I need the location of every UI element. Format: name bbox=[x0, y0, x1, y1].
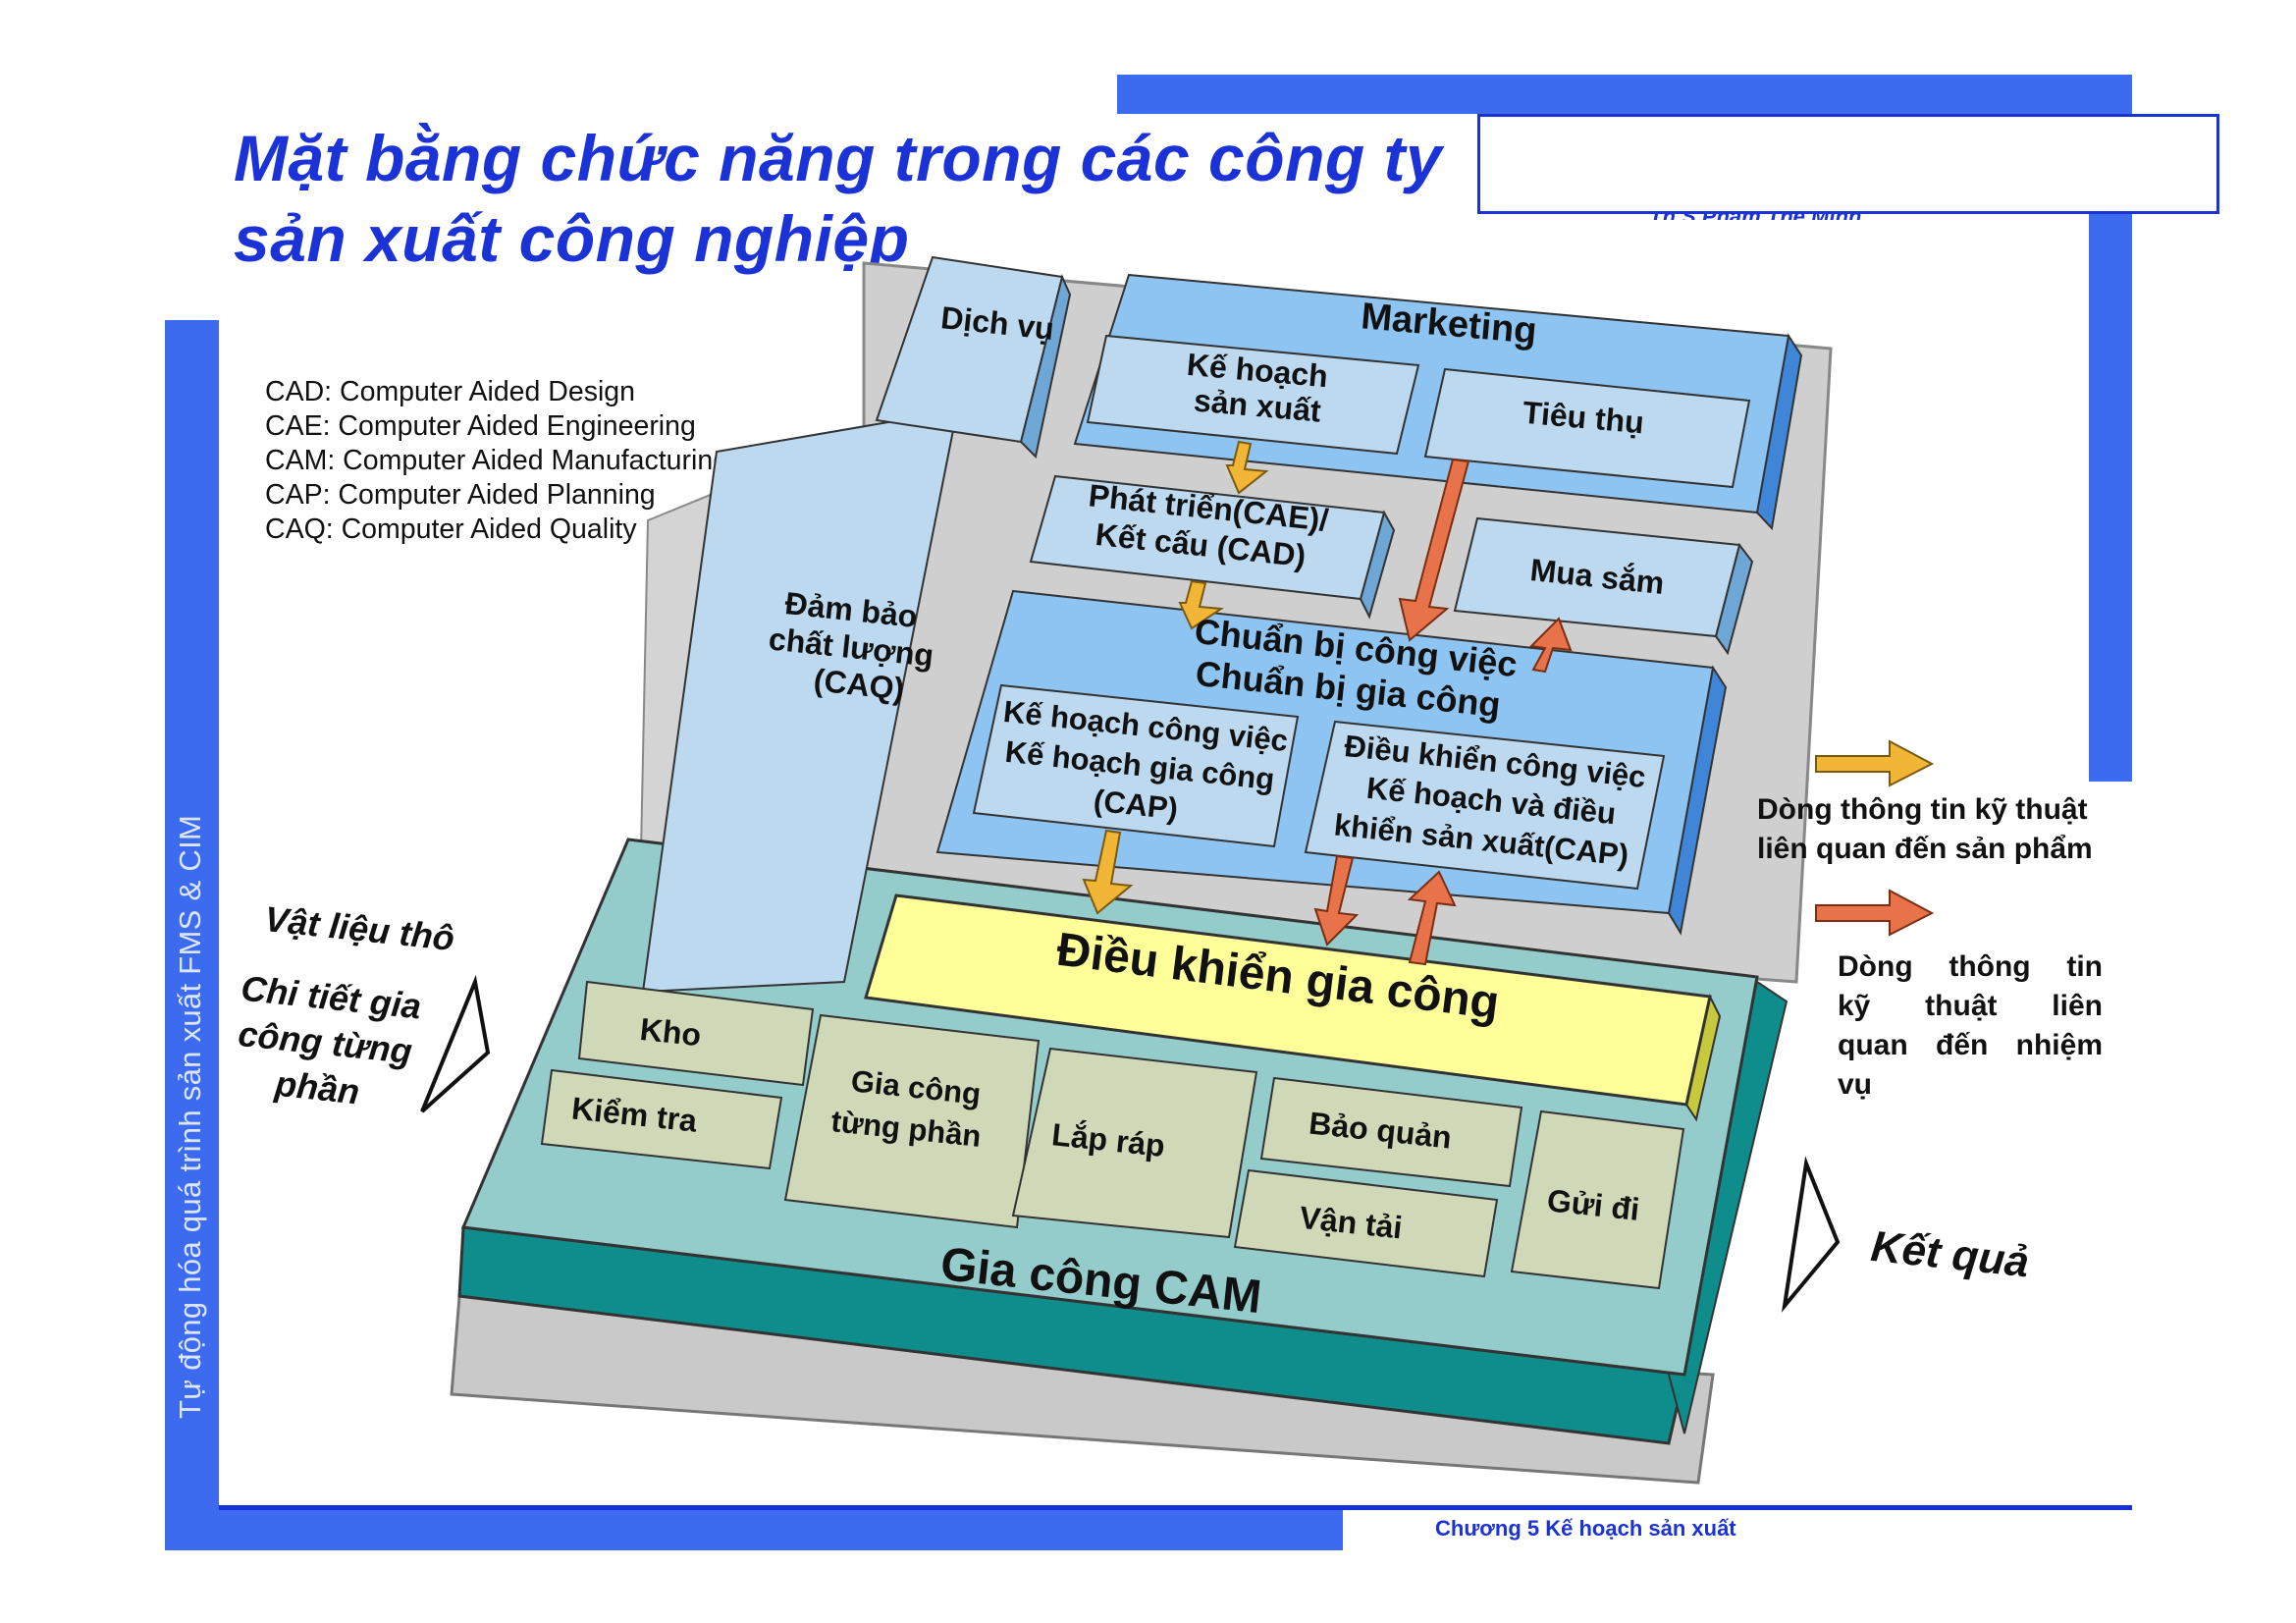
label-vat-lieu-tho: Vật liệu thô bbox=[263, 898, 456, 958]
arrow-phattrien-to-chuanbi bbox=[1178, 579, 1224, 630]
arrow-tieuthu-to-chuanbi bbox=[1398, 458, 1470, 642]
kiem-tra-cell bbox=[540, 1068, 783, 1170]
ke-hoach-cell bbox=[1086, 334, 1420, 456]
legend-product-info: Dòng thông tin kỹ thuật liên quan đến sả… bbox=[1757, 790, 2093, 869]
kho-cell bbox=[577, 980, 815, 1087]
label-kho: Kho bbox=[638, 1011, 703, 1053]
input-triangle bbox=[420, 974, 491, 1113]
arrow-planning-to-control bbox=[1082, 829, 1134, 915]
abbreviation-legend: CAD: Computer Aided Design CAE: Computer… bbox=[265, 375, 728, 547]
van-tai-cell bbox=[1233, 1168, 1499, 1278]
service-block bbox=[875, 255, 1064, 444]
label-chi-tiet-3: phần bbox=[272, 1063, 361, 1112]
quality-block bbox=[641, 408, 959, 994]
arrow-kehoach-to-phattrien bbox=[1225, 440, 1269, 495]
development-block bbox=[1029, 474, 1386, 601]
control-block bbox=[864, 893, 1712, 1107]
arrow-chuanbi-to-muasam bbox=[1528, 617, 1573, 674]
frame-bottom-line bbox=[219, 1505, 2132, 1510]
title-line-1: Mặt bằng chức năng trong các công ty bbox=[234, 122, 1443, 194]
work-planning-cell bbox=[972, 683, 1300, 848]
work-control-cell bbox=[1304, 720, 1666, 891]
legend-product-line: Dòng thông tin kỹ thuật bbox=[1757, 793, 2088, 826]
legend-task-line: kỹ thuật liên bbox=[1838, 990, 2103, 1022]
purchasing-block bbox=[1453, 516, 1741, 638]
tieu-thu-cell bbox=[1423, 367, 1751, 489]
legend-product-line: liên quan đến sản phẩm bbox=[1757, 833, 2093, 865]
author-box bbox=[1477, 114, 2219, 214]
legend-item: CAD: Computer Aided Design bbox=[265, 376, 636, 407]
legend-item: CAP: Computer Aided Planning bbox=[265, 479, 656, 511]
label-ket-qua: Kết quả bbox=[1869, 1222, 2032, 1287]
legend-task-line: Dòng thông tin bbox=[1838, 950, 2103, 983]
legend-item: CAQ: Computer Aided Quality bbox=[265, 514, 637, 545]
output-triangle bbox=[1781, 1156, 1841, 1313]
frame-left-bar bbox=[165, 320, 219, 1550]
arrow-control-up bbox=[1407, 870, 1457, 966]
legend-task-line: vụ bbox=[1838, 1068, 1873, 1101]
gia-cong-cell bbox=[783, 1013, 1041, 1229]
legend-task-line: quan đến nhiệm bbox=[1838, 1029, 2103, 1061]
bao-quan-cell bbox=[1259, 1076, 1523, 1188]
arrow-control-down bbox=[1313, 854, 1360, 947]
legend-item: CAM: Computer Aided Manufacturing bbox=[265, 445, 729, 476]
legend-arrow-task bbox=[1815, 889, 1935, 937]
gui-di-cell bbox=[1510, 1109, 1685, 1290]
slide-title: Mặt bằng chức năng trong các công ty sản… bbox=[234, 118, 1470, 279]
title-line-2: sản xuất công nghiệp bbox=[234, 202, 910, 275]
frame-bottom-bar bbox=[165, 1510, 1343, 1550]
frame-top-bar bbox=[1117, 75, 2132, 114]
legend-task-info: Dòng thông tin kỹ thuật liên quan đến nh… bbox=[1838, 947, 2103, 1105]
lap-rap-cell bbox=[1011, 1047, 1258, 1239]
footer-chapter: Chương 5 Kế hoạch sản xuất bbox=[1435, 1516, 1736, 1541]
legend-arrow-product bbox=[1815, 739, 1935, 787]
legend-item: CAE: Computer Aided Engineering bbox=[265, 410, 696, 442]
